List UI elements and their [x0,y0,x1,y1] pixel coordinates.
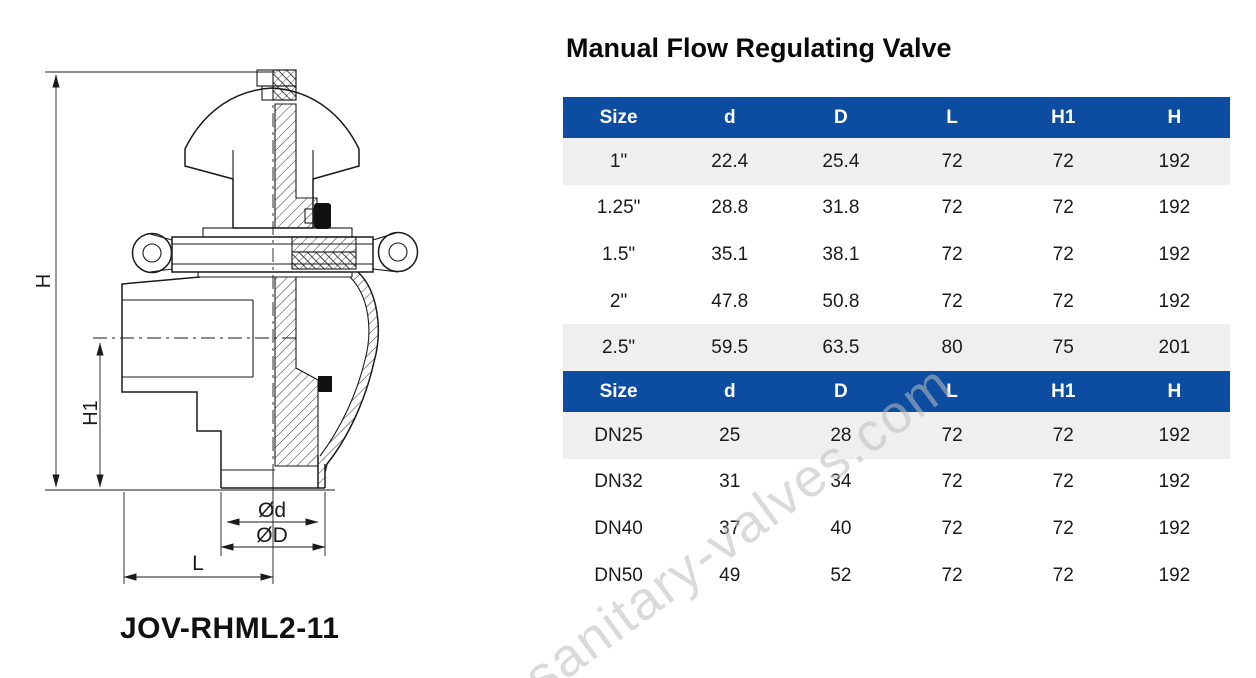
table-cell: 25.4 [822,150,860,172]
table-row: 1.25" 28.8 31.8 72 72 192 [563,184,1230,232]
model-label: JOV-RHML2-11 [120,612,340,645]
table-cell: 72 [941,150,963,172]
table-cell: 192 [1158,517,1191,539]
column-header: H [1167,107,1182,128]
column-header: D [834,107,848,128]
table-cell: 192 [1158,564,1191,586]
table-cell: 72 [1052,424,1074,446]
table-row: DN32 31 34 72 72 192 [563,458,1230,506]
column-header: L [946,107,958,128]
table-cell: 72 [941,471,963,493]
table-cell: 192 [1158,290,1191,312]
table-row: 2.5" 59.5 63.5 80 75 201 [563,324,1230,371]
table-cell: 192 [1158,471,1191,493]
table-cell: 37 [719,517,741,539]
column-header: H1 [1051,107,1076,128]
column-header: H1 [1051,380,1076,402]
table-cell: 40 [830,517,852,539]
valve-drawing-svg: H H1 Ød ØD L [33,69,419,584]
table-cell: 72 [1052,564,1074,586]
table-cell: 22.4 [711,150,749,172]
table-cell: 2" [609,290,628,312]
column-header: H [1167,380,1182,402]
locking-knob [314,203,331,229]
table-cell: 28 [830,424,852,446]
column-header: Size [599,107,638,128]
table-header-row: Size d D L H1 H [563,370,1230,412]
valve-body-outline [121,69,419,489]
table-cell: 31.8 [822,197,860,219]
page-title: Manual Flow Regulating Valve [566,33,952,63]
table-cell: DN40 [594,517,643,539]
column-header: D [834,380,848,402]
table-row: 1.5" 35.1 38.1 72 72 192 [563,231,1230,278]
table-row: 2" 47.8 50.8 72 72 192 [563,277,1230,325]
table-cell: 63.5 [822,337,860,359]
table-cell: 72 [1052,517,1074,539]
table-cell: 28.8 [711,197,749,219]
table-cell: 72 [941,243,963,265]
table-row: DN25 25 28 72 72 192 [563,411,1230,459]
table-cell: 25 [719,424,741,446]
table-cell: 72 [941,197,963,219]
table-row: 1" 22.4 25.4 72 72 192 [563,138,1230,185]
table-cell: 1.5" [601,243,636,265]
table-cell: 72 [941,290,963,312]
table-cell: 72 [941,517,963,539]
column-header: L [946,380,958,402]
table-cell: 50.8 [822,290,860,312]
dim-label-h1: H1 [80,400,102,426]
table-cell: DN50 [594,564,643,586]
table-cell: 192 [1158,197,1191,219]
table-cell: DN32 [594,471,643,493]
dim-label-od-big: ØD [256,524,288,547]
table-row: DN40 37 40 72 72 192 [563,505,1230,552]
table-cell: 192 [1158,150,1191,172]
seat-seal [318,376,332,392]
column-header: d [723,380,736,402]
table-cell: 59.5 [711,337,749,359]
table-cell: 72 [1052,197,1074,219]
table-cell: 72 [941,564,963,586]
dimension-lines [45,71,335,584]
table-cell: 31 [719,471,741,493]
table-cell: 38.1 [822,243,860,265]
table-row: DN50 49 52 72 72 192 [563,551,1230,599]
table-cell: 35.1 [711,243,749,265]
table-cell: 72 [941,424,963,446]
table-cell: 72 [1052,471,1074,493]
table-cell: 2.5" [601,337,636,359]
dim-label-h: H [33,274,55,288]
dim-label-od-small: Ød [258,499,286,522]
table-cell: 34 [830,471,852,493]
dim-label-l: L [192,552,204,575]
valve-section-drawing: H H1 Ød ØD L [0,0,520,678]
table-cell: 80 [941,337,963,359]
table-cell: 49 [719,564,741,586]
table-section-inch: Size d D L H1 H 1" 22.4 25.4 72 72 192 1.25" 28.8 31.8… [563,97,1230,371]
table-cell: 72 [1052,243,1074,265]
table-cell: 192 [1158,424,1191,446]
table-cell: DN25 [594,424,643,446]
table-header-row: Size d D L H1 H [563,97,1230,138]
table-cell: 72 [1052,150,1074,172]
table-cell: 1" [609,150,628,172]
column-header: Size [599,380,638,402]
column-header: d [723,107,736,128]
table-cell: 75 [1052,337,1074,359]
table-cell: 72 [1052,290,1074,312]
table-cell: 1.25" [596,197,641,219]
table-cell: 47.8 [711,290,749,312]
table-cell: 201 [1158,337,1191,359]
table-cell: 52 [830,564,852,586]
table-cell: 192 [1158,243,1191,265]
